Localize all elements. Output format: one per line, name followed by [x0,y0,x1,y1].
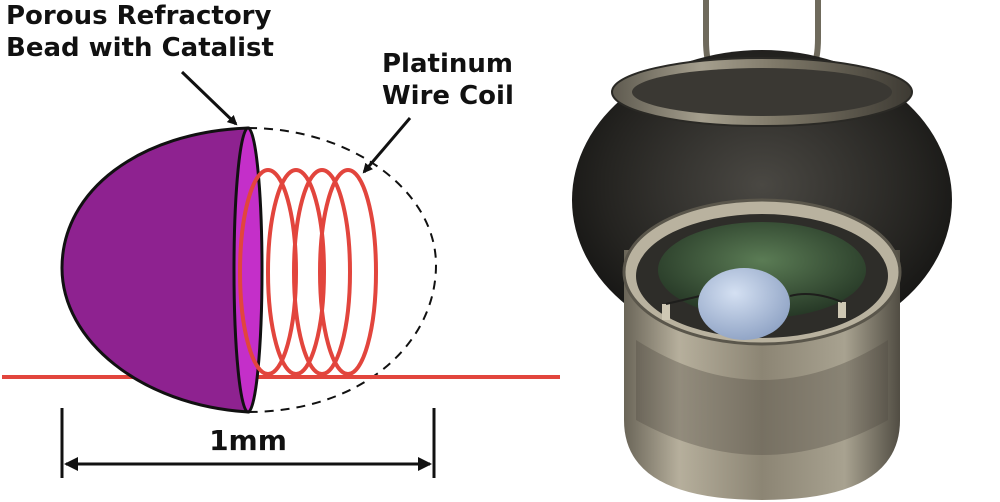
bead-label-arrow [180,70,238,126]
coil-loop-3 [292,168,352,376]
sensor-post-right [838,302,846,318]
sensor-tube-shadow [636,340,888,455]
sensor-top-ring-inner [632,68,892,116]
coil-label-line1: Platinum [382,49,513,79]
bead-label-line2: Bead with Catalist [6,33,274,63]
sensor-post-left [662,304,670,320]
bead-half [60,126,250,414]
dimension-label: 1mm [209,424,287,457]
coil-loop-4 [318,168,378,376]
coil-label-arrow [362,117,412,174]
sensor-bead [698,268,790,340]
bead-label-line1: Porous Refractory [6,1,271,31]
bead-envelope-dashed [247,127,438,413]
schematic: Porous Refractory Bead with Catalist Pla… [2,1,560,478]
bead-cut-face [232,126,264,414]
sensor-photo [572,0,952,500]
platinum-coil [238,168,378,376]
coil-label-line2: Wire Coil [382,81,514,111]
coil-loop-2 [266,168,326,376]
sensor-filament [665,293,843,305]
